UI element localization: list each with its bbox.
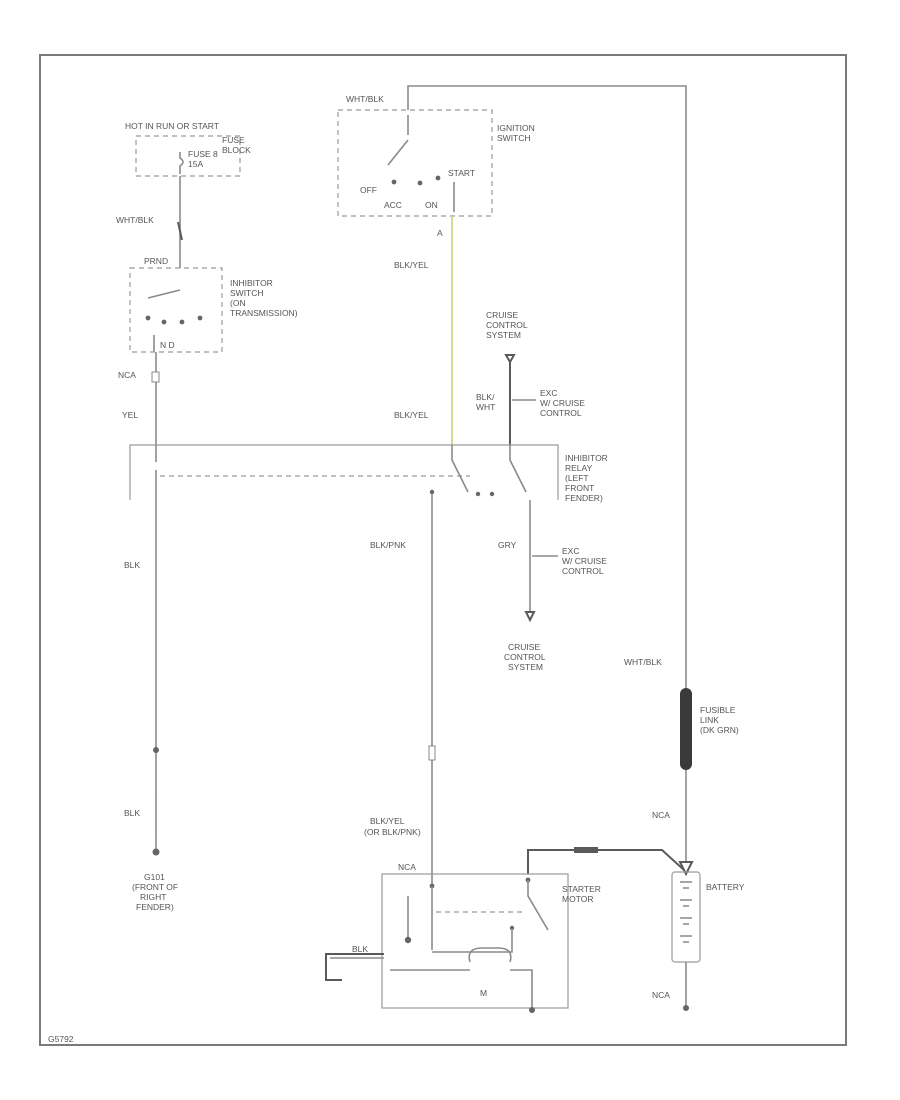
blk-left-label: BLK [124,560,140,570]
battery: BATTERY NCA [652,861,745,1011]
diagram-frame [39,54,847,1046]
motor-symbol-label: M [480,988,487,998]
wht-blk-right-label: WHT/BLK [624,657,662,667]
nd-label: N D [160,340,175,350]
battery-ground-icon [683,1005,689,1011]
blk-lower-label: BLK [124,808,140,818]
wire-wht-blk-main [407,85,687,690]
nca-bottom-label: NCA [652,990,670,1000]
acc-on-label: ACC [384,200,402,210]
wht-blk-top-label: WHT/BLK [346,94,384,104]
ground-icon [152,848,160,856]
start-label: START [448,168,475,178]
gry-label: GRY [498,540,517,550]
blk-wht-label: BLK/WHT [476,392,495,412]
nca-starter-label: NCA [398,862,416,872]
hot-in-run-label: HOT IN RUN OR START [125,121,219,131]
prnd-label: PRND [144,256,168,266]
nca-left-label: NCA [118,370,136,380]
blk-yel-upper-label: BLK/YEL [394,260,429,270]
off-label: OFF [360,185,377,195]
svg-text:ON: ON [425,200,438,210]
wire-battery-cable [527,849,685,874]
fuse-icon [179,152,184,174]
blk-starter-label: BLK [352,944,368,954]
wht-blk-left-label: WHT/BLK [116,215,154,225]
blk-pnk-label: BLK/PNK [370,540,406,550]
yel-label: YEL [122,410,138,420]
blk-yel-mid-label: BLK/YEL [394,410,429,420]
figure-id-label: G5792 [48,1034,74,1044]
battery-label: BATTERY [706,882,745,892]
nca-right-label: NCA [652,810,670,820]
blk-yel-lower-label: BLK/YEL(OR BLK/PNK) [364,816,421,837]
svg-text:A: A [437,228,443,238]
fusible-link-icon [680,688,692,770]
